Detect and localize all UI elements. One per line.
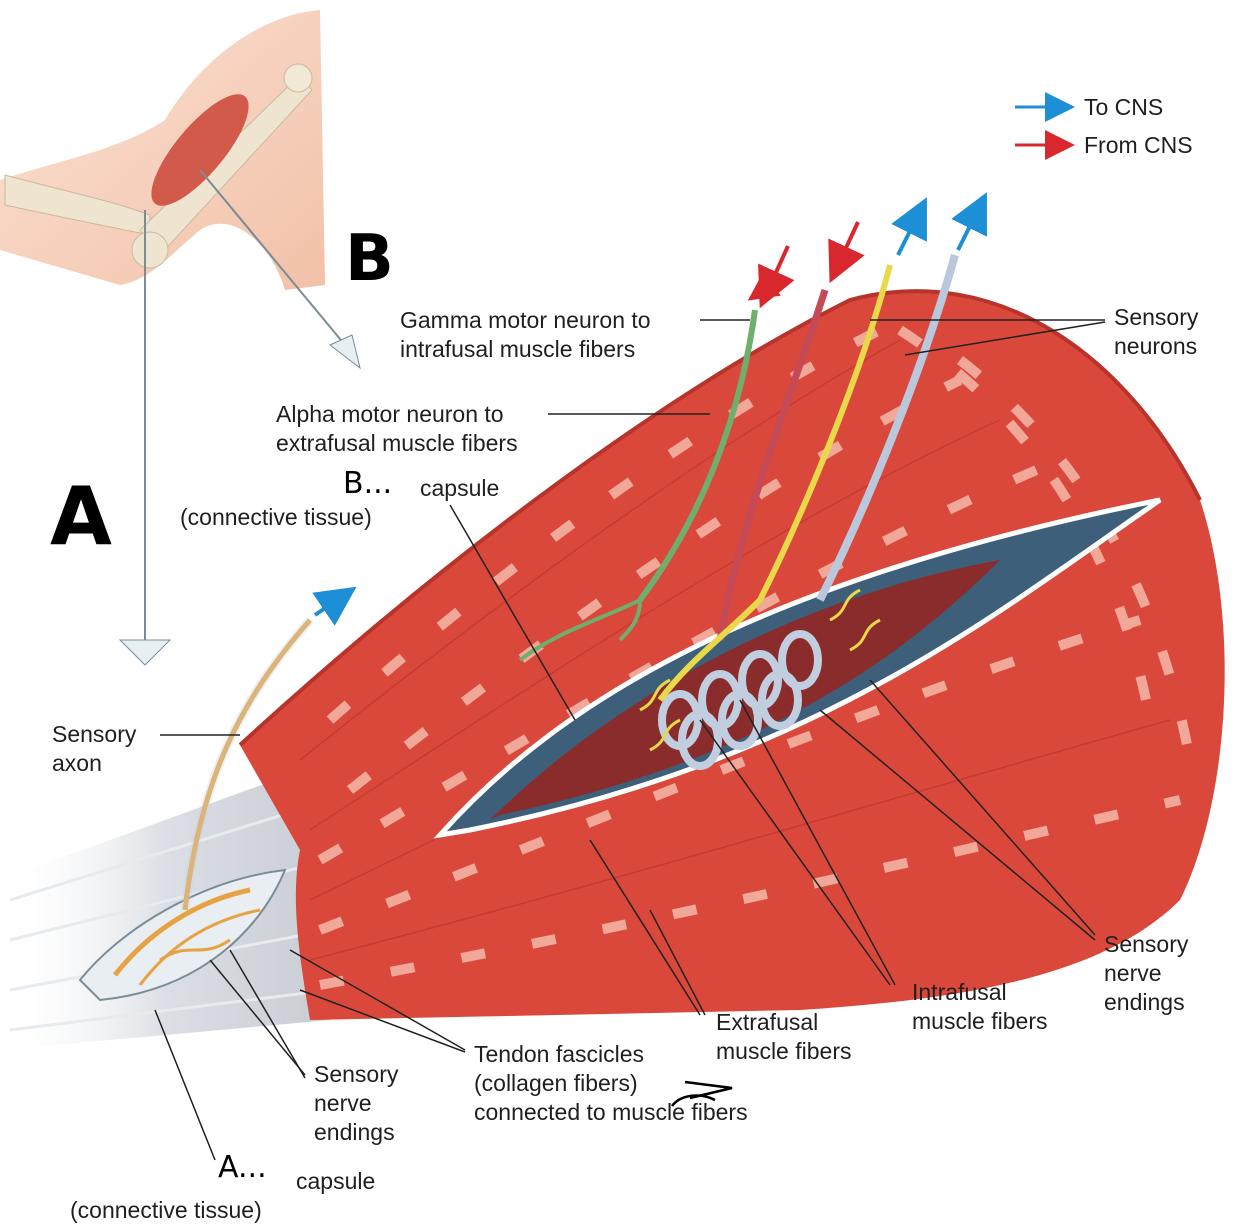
label-sensory-axon: Sensory axon bbox=[52, 721, 137, 776]
handwritten-a: A bbox=[50, 470, 112, 563]
label-intrafusal-fibers: Intrafusal muscle fibers bbox=[912, 979, 1048, 1034]
label-capsule-a: capsule bbox=[296, 1168, 376, 1194]
label-capsule-a-sub: (connective tissue) bbox=[70, 1197, 262, 1223]
neuron-fibres bbox=[518, 192, 987, 702]
label-extrafusal-fibers: Extrafusal muscle fibers bbox=[716, 1009, 852, 1064]
arm-inset bbox=[0, 10, 361, 666]
label-sensory-neurons: Sensory neurons bbox=[1114, 304, 1199, 359]
label-sensory-nerve-endings-right: Sensory nerve endings bbox=[1104, 931, 1189, 1015]
muscle-spindle-capsule bbox=[433, 497, 1162, 839]
handwritten-b-small: B... bbox=[343, 466, 393, 501]
label-alpha-motor-neuron: Alpha motor neuron to extrafusal muscle … bbox=[276, 401, 518, 456]
golgi-tendon-organ bbox=[78, 586, 357, 1002]
handwritten-b: B bbox=[345, 222, 394, 296]
label-tendon-fascicles: Tendon fascicles (collagen fibers) conne… bbox=[474, 1041, 748, 1125]
label-gamma-motor-neuron: Gamma motor neuron to intrafusal muscle … bbox=[400, 307, 651, 362]
label-capsule-b-sub: (connective tissue) bbox=[180, 504, 372, 530]
label-sensory-nerve-endings-left: Sensory nerve endings bbox=[314, 1061, 399, 1145]
handwritten-arrow bbox=[670, 1080, 733, 1107]
handwritten-a-small: A... bbox=[218, 1150, 267, 1185]
label-capsule-b: capsule bbox=[420, 475, 500, 501]
leader-lines bbox=[154, 319, 1106, 1161]
legend-to-cns: To CNS bbox=[1084, 94, 1164, 120]
legend-from-cns: From CNS bbox=[1084, 132, 1193, 158]
legend-arrows bbox=[1015, 92, 1075, 160]
